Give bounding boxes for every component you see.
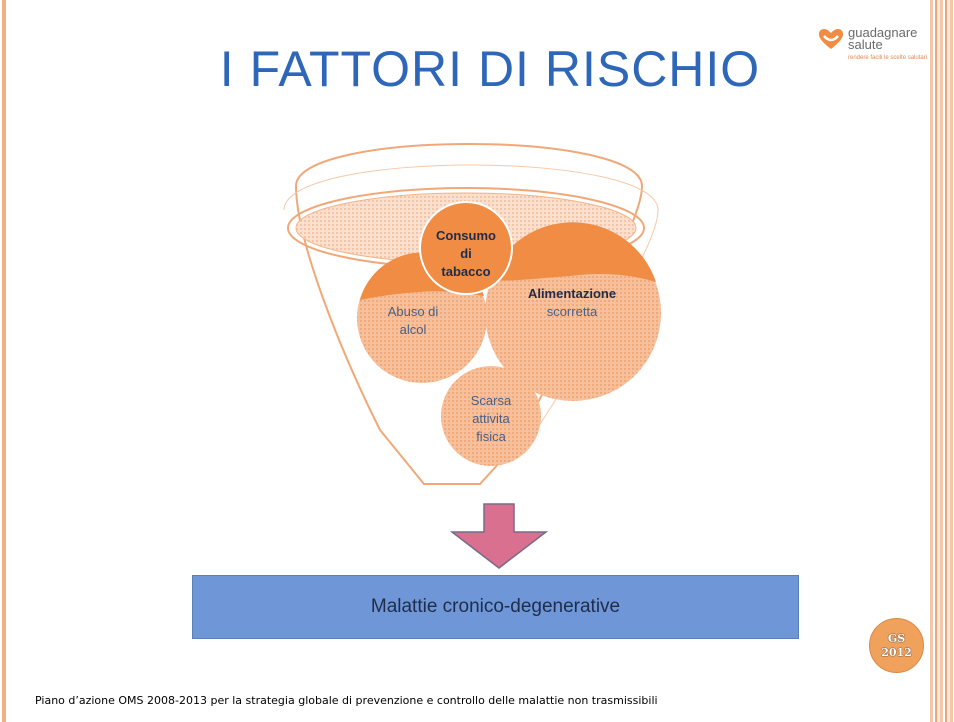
badge-line-1: GS [887,631,906,645]
activity-label-2: attivita [472,411,510,426]
logo-tagline: rendere facili le scelte salutari [848,55,928,61]
badge-line-2: 2012 [881,645,912,659]
tobacco-label-2: di [460,246,472,261]
left-border [2,0,6,722]
activity-label-3: fisica [476,429,506,444]
gs-2012-badge: GS 2012 [869,618,924,673]
guadagnare-salute-logo: guadagnare salute rendere facili le scel… [818,26,930,66]
heart-smile-icon [819,29,843,49]
tobacco-label-3: tabacco [441,264,490,279]
activity-circle [441,366,541,466]
slide-title: I FATTORI DI RISCHIO [219,41,761,97]
activity-label-1: Scarsa [471,393,512,408]
down-arrow-icon [449,503,549,569]
outcome-box: Malattie cronico-degenerative [192,575,799,639]
tobacco-circle [419,201,513,295]
right-decorative-band [930,0,954,722]
logo-name: guadagnare [848,25,918,40]
logo-text: guadagnare salute [848,25,918,52]
alcohol-label-2: alcol [400,322,427,337]
diet-label-1: Alimentazione [528,286,616,301]
tobacco-label-1: Consumo [436,228,496,243]
footnote: Piano d’azione OMS 2008-2013 per la stra… [35,694,658,707]
logo-name-2: salute [848,37,883,52]
diet-label-2: scorretta [547,304,598,319]
outcome-label: Malattie cronico-degenerative [370,596,621,617]
alcohol-label-1: Abuso di [388,304,439,319]
diet-circle-orange [490,222,656,282]
